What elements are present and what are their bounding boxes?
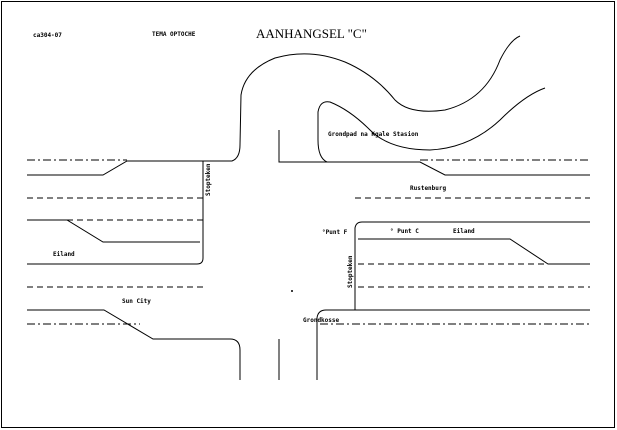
label-punt-c: ° Punt C — [390, 228, 419, 235]
label-station-road: Grondpad na Kgale Stasion — [328, 131, 419, 138]
label-sun-city: Sun City — [122, 298, 151, 305]
label-eiland-right: Eiland — [453, 228, 475, 235]
north-road — [239, 35, 590, 176]
west-road — [27, 144, 241, 380]
east-road — [320, 197, 590, 325]
label-stopteken-left: Stopteken — [205, 163, 212, 196]
label-eiland-left: Eiland — [53, 251, 75, 258]
label-stopteken-right: Stopteken — [347, 255, 354, 288]
drawing-code: ca304-07 — [33, 32, 62, 39]
label-rustenburg: Rustenburg — [410, 185, 447, 192]
drawing-subject: TEMA OPTOCHE — [152, 31, 196, 38]
drawing-title: AANHANGSEL "C" — [256, 26, 367, 41]
south-road — [278, 290, 327, 380]
label-grondkosse: Grondkosse — [303, 317, 340, 324]
label-punt-f: °Punt F — [322, 229, 348, 236]
